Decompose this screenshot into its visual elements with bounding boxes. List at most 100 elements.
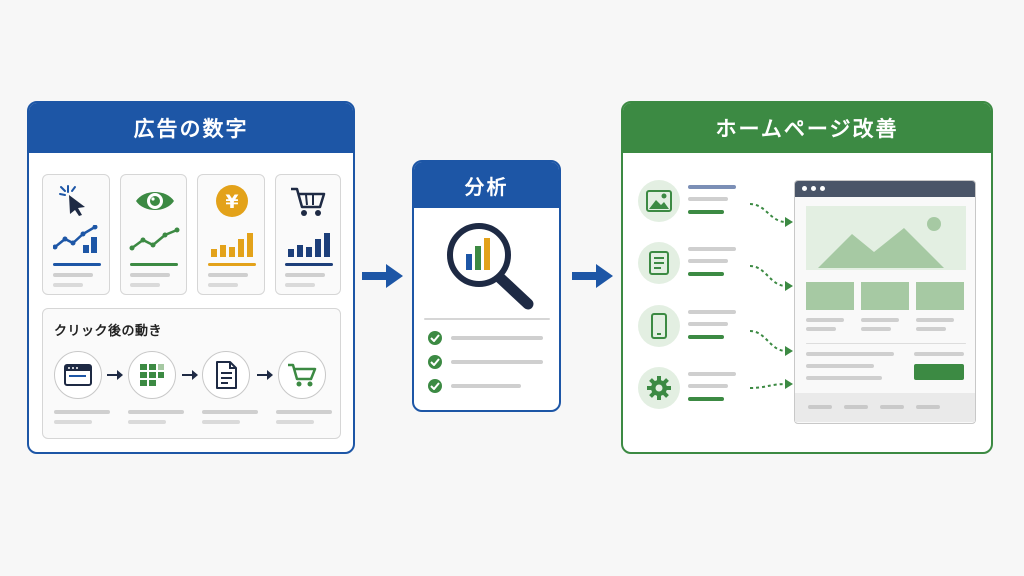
bar-chart-icon: [210, 231, 256, 257]
shopping-cart-icon: [289, 185, 327, 219]
placeholder-line: [688, 384, 728, 388]
browser-window-icon: [64, 364, 92, 386]
cursor-click-icon: [55, 183, 95, 217]
placeholder-line: [451, 384, 521, 388]
dotted-connector-arrow: [748, 196, 796, 232]
placeholder-line: [53, 283, 83, 287]
divider: [424, 318, 550, 320]
placeholder-line: [285, 283, 315, 287]
footer-link: [844, 405, 868, 409]
placeholder-line: [130, 273, 170, 277]
arrow-right-icon: [256, 369, 274, 381]
browser-bar: [795, 181, 975, 197]
yen-coin-icon: ¥: [215, 184, 249, 218]
analysis-panel: 分析: [412, 160, 561, 412]
ad-metrics-title: 広告の数字: [29, 103, 353, 153]
check-icon: [428, 355, 442, 369]
dotted-connector-arrow: [748, 374, 796, 398]
divider: [806, 343, 966, 344]
green-line: [688, 397, 724, 401]
line-bar-chart-icon: [53, 225, 103, 255]
placeholder-line: [451, 360, 543, 364]
arrow-right-icon: [106, 369, 124, 381]
flow-step-landing: [54, 351, 102, 399]
window-dot: [820, 186, 825, 191]
dotted-connector-arrow: [748, 262, 796, 298]
cta-button: [914, 364, 964, 380]
placeholder-line: [806, 352, 894, 356]
check-icon: [428, 379, 442, 393]
analysis-title: 分析: [414, 162, 559, 208]
placeholder-line: [276, 410, 332, 414]
flow-step-form: [202, 351, 250, 399]
placeholder-line: [688, 372, 736, 376]
placeholder-line: [276, 420, 314, 424]
bar-chart-icon: [287, 231, 333, 257]
flow-step-purchase: [278, 351, 326, 399]
green-line: [688, 210, 724, 214]
flow-arrow-right-icon: [572, 263, 614, 289]
content-block: [916, 282, 964, 310]
placeholder-line: [130, 283, 160, 287]
placeholder-line: [806, 318, 844, 322]
metric-underline: [208, 263, 256, 266]
footer-link: [880, 405, 904, 409]
metric-underline: [130, 263, 178, 266]
placeholder-line: [285, 273, 325, 277]
flow-arrow-right-icon: [362, 263, 404, 289]
click-flow-label: クリック後の動き: [54, 324, 163, 339]
footer-link: [916, 405, 940, 409]
improve-item-text: [638, 242, 680, 284]
window-dot: [802, 186, 807, 191]
green-line: [688, 272, 724, 276]
placeholder-line: [688, 247, 736, 251]
improve-item-mobile: [638, 305, 680, 347]
footer-link: [808, 405, 832, 409]
arrow-right-icon: [181, 369, 199, 381]
grid-blocks-icon: [139, 363, 165, 387]
eye-icon: [134, 187, 176, 215]
placeholder-line: [688, 310, 736, 314]
metric-underline: [53, 263, 101, 266]
green-line: [688, 335, 724, 339]
placeholder-line: [914, 352, 964, 356]
placeholder-line: [861, 327, 891, 331]
check-icon: [428, 331, 442, 345]
metric-card-impressions: [120, 174, 187, 295]
placeholder-line: [451, 336, 543, 340]
placeholder-line: [806, 327, 836, 331]
placeholder-line: [202, 420, 240, 424]
placeholder-line: [54, 410, 110, 414]
metric-card-clicks: [42, 174, 110, 295]
placeholder-line: [688, 322, 728, 326]
placeholder-line: [202, 410, 258, 414]
dotted-connector-arrow: [748, 327, 796, 363]
placeholder-line: [688, 259, 728, 263]
improve-item-settings: [638, 367, 680, 409]
content-block: [861, 282, 909, 310]
gear-icon: [646, 375, 672, 401]
image-icon: [646, 190, 672, 212]
hero-image-icon: [806, 206, 966, 270]
placeholder-line: [806, 364, 874, 368]
placeholder-line: [128, 410, 184, 414]
line-chart-icon: [129, 227, 181, 253]
placeholder-line: [916, 327, 946, 331]
svg-text:¥: ¥: [225, 191, 238, 213]
placeholder-line: [916, 318, 954, 322]
document-icon: [649, 251, 669, 275]
placeholder-line: [54, 420, 92, 424]
placeholder-line: [128, 420, 166, 424]
content-block: [806, 282, 854, 310]
placeholder-line: [208, 273, 248, 277]
placeholder-line: [861, 318, 899, 322]
metric-underline: [285, 263, 333, 266]
placeholder-line: [208, 283, 238, 287]
smartphone-icon: [651, 313, 667, 339]
placeholder-line: [53, 273, 93, 277]
placeholder-line: [806, 376, 882, 380]
placeholder-line: [688, 197, 728, 201]
shopping-cart-icon: [287, 362, 317, 388]
placeholder-line: [688, 185, 736, 189]
magnifier-chart-icon: [446, 222, 538, 312]
